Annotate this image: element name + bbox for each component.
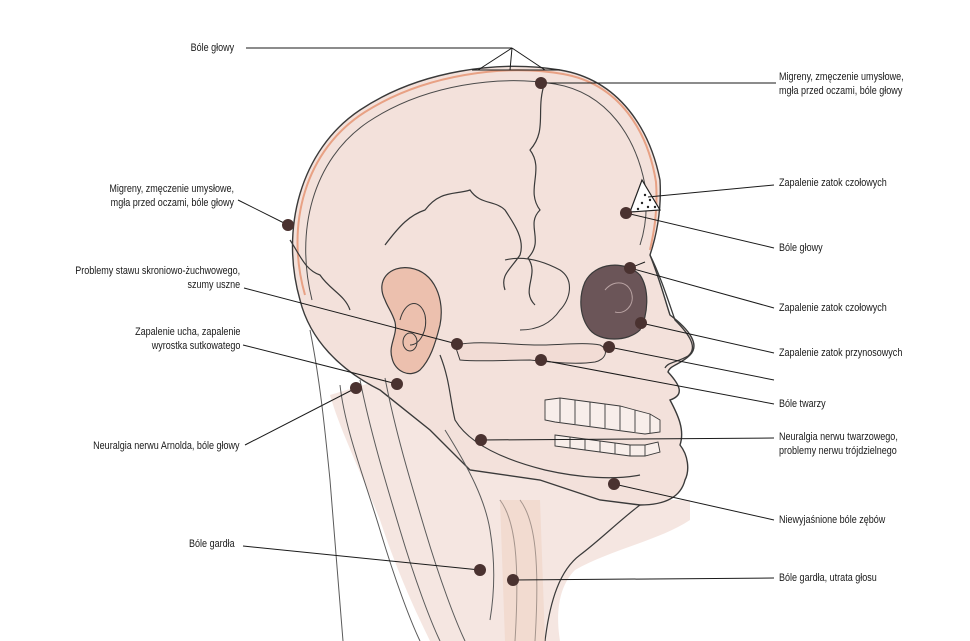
label-headache-right: Bóle głowy (779, 242, 823, 254)
neck-line-2 (359, 379, 441, 641)
neck-line-4 (309, 329, 344, 641)
ear-inner (399, 303, 427, 346)
nose-profile (649, 254, 693, 369)
throat-shading (500, 500, 545, 641)
label-tmj: Problemy stawu skroniowo-żuchwowego, szu… (75, 265, 240, 291)
label-maxillary-sinus: Zapalenie zatok przynosowych (779, 347, 903, 359)
point-cheekbone (603, 341, 615, 353)
point-occipital (282, 219, 294, 231)
coronal-suture (527, 81, 546, 306)
neck-line-1 (339, 384, 421, 641)
ear (381, 267, 442, 375)
point-tmj (451, 338, 463, 350)
head-skin (291, 65, 695, 506)
ear-canal (402, 332, 418, 352)
point-nose-side (635, 317, 647, 329)
pressure-points (282, 77, 647, 586)
label-frontal-sinus-2: Zapalenie zatok czołowych (779, 302, 887, 314)
neck-line-3 (384, 377, 466, 641)
eye-socket (580, 264, 648, 340)
point-neck-back (350, 382, 362, 394)
point-forehead (620, 207, 632, 219)
point-crown (535, 77, 547, 89)
point-chin (608, 478, 620, 490)
sphenoid-suture (504, 257, 570, 331)
label-throat-voice-loss: Bóle gardła, utrata głosu (779, 572, 877, 584)
point-throat-2 (507, 574, 519, 586)
leader-lines (237, 47, 776, 581)
frontal-sinus-dots (636, 193, 657, 211)
label-ear: Zapalenie ucha, zapalenie wyrostka sutko… (134, 326, 240, 352)
eye-socket-highlight (604, 282, 633, 314)
label-face-pain: Bóle twarzy (779, 398, 826, 410)
point-jaw-angle (475, 434, 487, 446)
neck-line-5 (444, 429, 495, 621)
point-mastoid (391, 378, 403, 390)
lambdoid-suture (289, 239, 351, 311)
label-migraine-right: Migreny, zmęczenie umysłowe, mgła przed … (779, 71, 904, 97)
label-migraine-left: Migreny, zmęczenie umysłowe, mgła przed … (109, 183, 234, 209)
point-throat-1 (474, 564, 486, 576)
label-throat-pain: Bóle gardła (189, 538, 235, 550)
label-tooth-pain: Niewyjaśnione bóle zębów (779, 514, 886, 526)
mandible (439, 354, 641, 479)
throat-front (544, 504, 641, 641)
point-brow (624, 262, 636, 274)
label-facial-nerve: Neuralgia nerwu twarzowego, problemy ner… (779, 431, 898, 457)
label-headache-top: Bóle głowy (190, 42, 234, 54)
label-frontal-sinus-1: Zapalenie zatok czołowych (779, 177, 887, 189)
teeth (544, 397, 661, 457)
point-zygomatic (535, 354, 547, 366)
label-arnold-neuralgia: Neuralgia nerwu Arnolda, bóle głowy (93, 440, 240, 452)
zygomatic-arch (454, 342, 606, 364)
